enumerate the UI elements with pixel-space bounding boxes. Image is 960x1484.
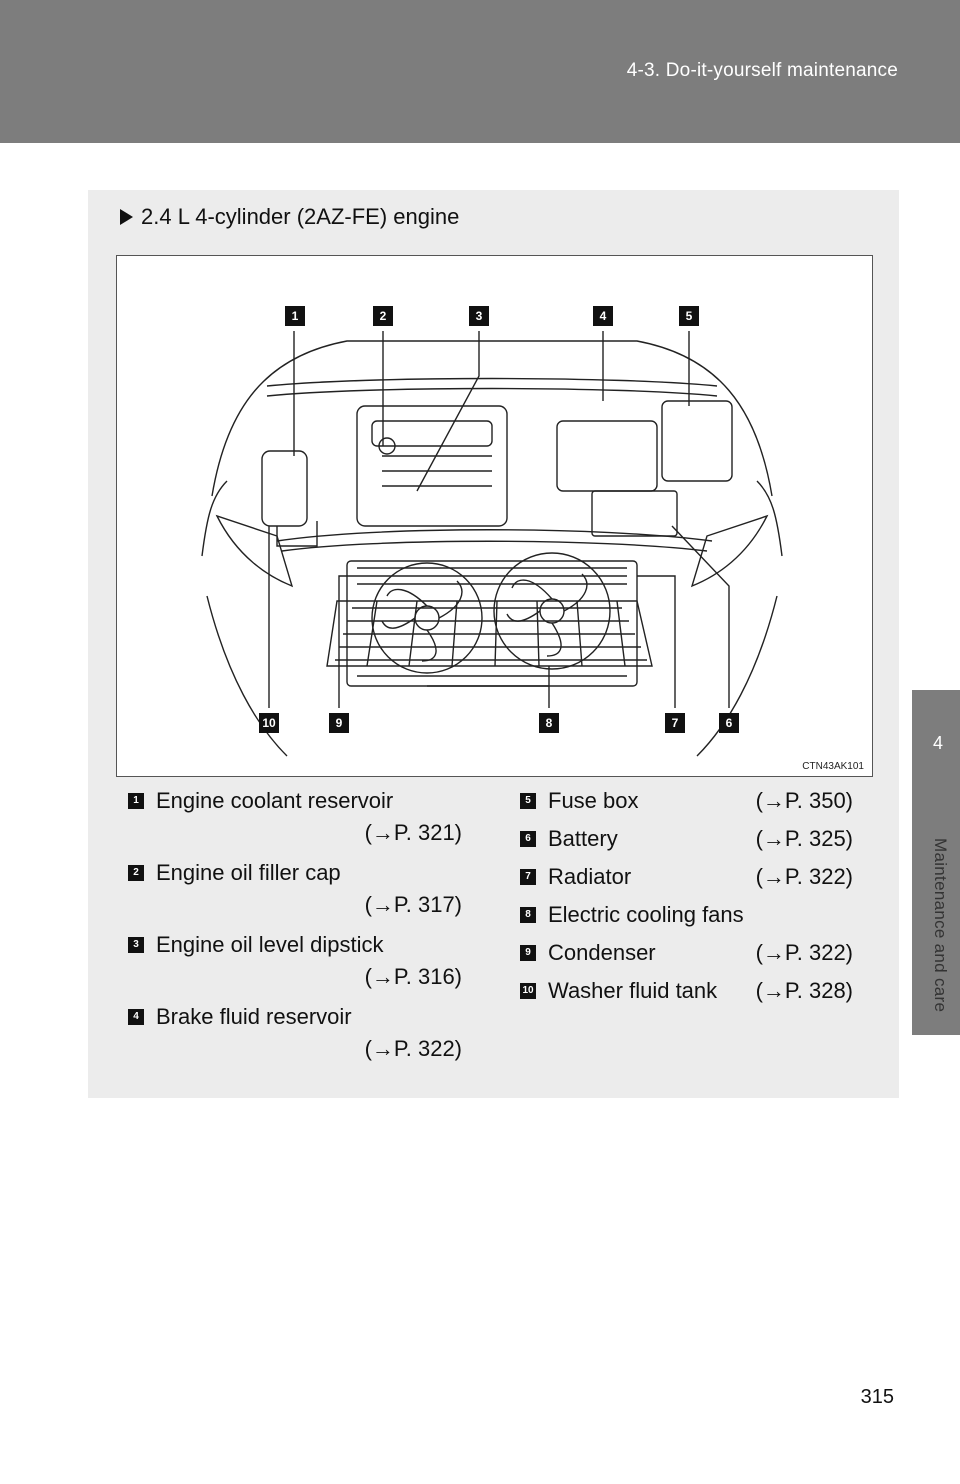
callout-4: 4 — [593, 306, 613, 326]
legend-label: Fuse box — [548, 788, 639, 813]
legend-item: 2 Engine oil filler cap (→P. 317) — [128, 857, 462, 921]
legend-item: 5 Fuse box (→P. 350) — [520, 785, 853, 817]
legend-number-badge: 1 — [128, 793, 144, 809]
legend-item: 6 Battery (→P. 325) — [520, 823, 853, 855]
chapter-label: Maintenance and care — [931, 838, 950, 1013]
chapter-number: 4 — [932, 733, 943, 753]
page-reference: (→P. 317) — [364, 892, 462, 917]
callout-9: 9 — [329, 713, 349, 733]
legend-number-badge: 8 — [520, 907, 536, 923]
callout-1: 1 — [285, 306, 305, 326]
page-reference: (→P. 328) — [755, 978, 853, 1003]
legend-right: 5 Fuse box (→P. 350) 6 Battery (→P. 325)… — [520, 785, 853, 1007]
legend-item: 10 Washer fluid tank (→P. 328) — [520, 975, 853, 1007]
page-reference: (→P. 316) — [364, 964, 462, 989]
legend-label: Electric cooling fans — [548, 902, 744, 927]
legend-number-badge: 9 — [520, 945, 536, 961]
section-header-title: 4-3. Do-it-yourself maintenance — [626, 60, 898, 81]
legend-item: 7 Radiator (→P. 322) — [520, 861, 853, 893]
legend-label: Engine oil filler cap — [156, 860, 341, 885]
bullet-triangle-icon — [120, 209, 133, 225]
legend-item: 4 Brake fluid reservoir (→P. 322) — [128, 1001, 462, 1065]
legend-left: 1 Engine coolant reservoir (→P. 321) 2 E… — [128, 785, 462, 1065]
header-bar — [0, 0, 960, 143]
engine-line-drawing — [201, 331, 783, 757]
callout-6: 6 — [719, 713, 739, 733]
legend-number-badge: 6 — [520, 831, 536, 847]
page-reference: (→P. 325) — [755, 826, 853, 851]
page-reference: (→P. 322) — [755, 940, 853, 965]
legend-number-badge: 4 — [128, 1009, 144, 1025]
page-reference: (→P. 322) — [755, 864, 853, 889]
engine-compartment-illustration: 1 2 3 4 5 6 7 8 9 10 CTN43AK101 — [116, 255, 873, 777]
legend-label: Radiator — [548, 864, 632, 889]
engine-heading: 2.4 L 4-cylinder (2AZ-FE) engine — [120, 204, 459, 230]
page-number: 315 — [860, 1386, 894, 1408]
chapter-side-tab — [912, 690, 960, 1035]
legend-label: Brake fluid reservoir — [156, 1004, 352, 1029]
legend-number-badge: 2 — [128, 865, 144, 881]
legend-item: 8 Electric cooling fans — [520, 899, 853, 931]
legend-number-badge: 10 — [520, 983, 536, 999]
legend-label: Battery — [548, 826, 618, 851]
legend-label: Washer fluid tank — [548, 978, 718, 1003]
legend-label: Engine coolant reservoir — [156, 788, 394, 813]
callout-10: 10 — [259, 713, 279, 733]
figure-code: CTN43AK101 — [802, 761, 864, 772]
engine-heading-text: 2.4 L 4-cylinder (2AZ-FE) engine — [141, 204, 460, 229]
page-reference: (→P. 350) — [755, 788, 853, 813]
callout-8: 8 — [539, 713, 559, 733]
callout-2: 2 — [373, 306, 393, 326]
legend-number-badge: 3 — [128, 937, 144, 953]
legend-item: 9 Condenser (→P. 322) — [520, 937, 853, 969]
page-reference: (→P. 322) — [364, 1036, 462, 1061]
page-reference: (→P. 321) — [364, 820, 462, 845]
callout-5: 5 — [679, 306, 699, 326]
legend-number-badge: 7 — [520, 869, 536, 885]
callout-3: 3 — [469, 306, 489, 326]
legend-number-badge: 5 — [520, 793, 536, 809]
legend-label: Condenser — [548, 940, 656, 965]
legend-label: Engine oil level dipstick — [156, 932, 384, 957]
legend-item: 1 Engine coolant reservoir (→P. 321) — [128, 785, 462, 849]
legend-item: 3 Engine oil level dipstick (→P. 316) — [128, 929, 462, 993]
callout-7: 7 — [665, 713, 685, 733]
